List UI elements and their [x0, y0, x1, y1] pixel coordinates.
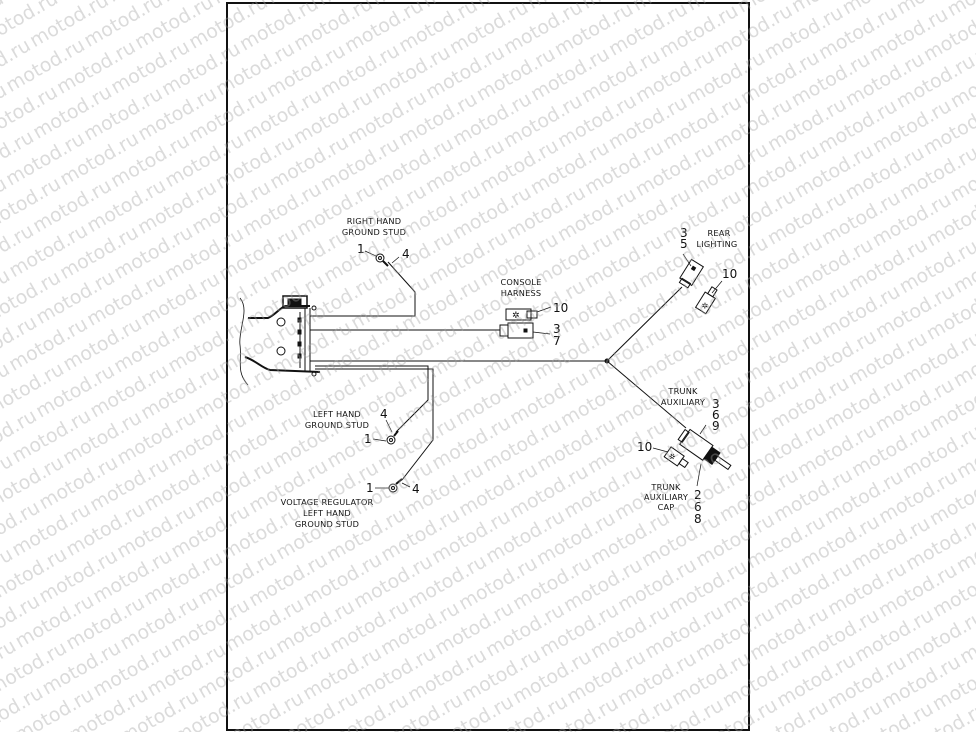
- rear-lighting-label-2: LIGHTING: [697, 239, 738, 249]
- callout-lh-4: 4: [380, 407, 388, 421]
- callout-vr-1: 1: [366, 481, 374, 495]
- callout-trunk-3: 3: [712, 397, 720, 411]
- callout-rh-1: 1: [357, 242, 365, 256]
- console-harness-label-1: CONSOLE: [500, 277, 541, 287]
- callout-trunk-cap-8: 8: [694, 512, 702, 526]
- rh-stud-label-1: RIGHT HAND: [347, 216, 401, 226]
- frame-bracket: [239, 295, 321, 386]
- rear-lighting-cap: ✲: [694, 286, 718, 315]
- right-hand-ground-stud-terminal: [375, 253, 389, 267]
- trunk-auxiliary-cap: ✲: [663, 446, 689, 469]
- vr-stud-label-1: VOLTAGE REGULATOR: [281, 497, 374, 507]
- svg-text:✲: ✲: [667, 451, 678, 462]
- callout-rear-5: 5: [680, 237, 688, 251]
- svg-text:✲: ✲: [700, 300, 711, 311]
- lh-stud-label-1: LEFT HAND: [313, 409, 361, 419]
- callout-console-7: 7: [553, 334, 561, 348]
- callout-trunk-6: 6: [712, 408, 720, 422]
- trunk-aux-cap-label-2: AUXILIARY: [644, 492, 689, 502]
- callout-rh-4: 4: [402, 247, 410, 261]
- component-labels: RIGHT HAND GROUND STUD CONSOLE HARNESS R…: [281, 216, 738, 529]
- callout-trunk-cap-10: 10: [637, 440, 652, 454]
- callout-rear-cap-10: 10: [722, 267, 737, 281]
- callout-trunk-cap-2: 2: [694, 488, 702, 502]
- rear-lighting-label-1: REAR: [708, 228, 731, 238]
- console-harness-label-2: HARNESS: [501, 288, 542, 298]
- junction-point: [604, 358, 610, 364]
- callout-numbers: 1 4 10 3 7 3 5 10 3 6 9 10 2 6 8 4 1 1 4: [357, 226, 737, 526]
- rear-lighting-connector: [678, 258, 705, 289]
- callout-lh-1: 1: [364, 432, 372, 446]
- harness-wires: [310, 261, 687, 481]
- trunk-aux-label-2: AUXILIARY: [661, 397, 706, 407]
- trunk-auxiliary-connector: [677, 428, 732, 471]
- console-harness-connector: [499, 322, 534, 339]
- callout-console-3: 3: [553, 322, 561, 336]
- voltage-regulator-ground-stud-terminal: [388, 478, 403, 493]
- trunk-aux-cap-label-3: CAP: [658, 502, 675, 512]
- callout-vr-4: 4: [412, 482, 420, 496]
- callout-rear-3: 3: [680, 226, 688, 240]
- diagram-page: [226, 2, 750, 731]
- callout-console-10: 10: [553, 301, 568, 315]
- svg-text:✲: ✲: [512, 311, 520, 321]
- callout-trunk-9: 9: [712, 419, 720, 433]
- callout-leaders: [364, 250, 723, 489]
- callout-trunk-cap-6: 6: [694, 500, 702, 514]
- left-hand-ground-stud-terminal: [386, 430, 399, 445]
- lh-stud-label-2: GROUND STUD: [305, 420, 369, 430]
- console-harness-cap: ✲: [505, 308, 538, 321]
- trunk-aux-label-1: TRUNK: [667, 386, 698, 396]
- rh-stud-label-2: GROUND STUD: [342, 227, 406, 237]
- vr-stud-label-3: GROUND STUD: [295, 519, 359, 529]
- trunk-aux-cap-label-1: TRUNK: [650, 482, 681, 492]
- vr-stud-label-2: LEFT HAND: [303, 508, 351, 518]
